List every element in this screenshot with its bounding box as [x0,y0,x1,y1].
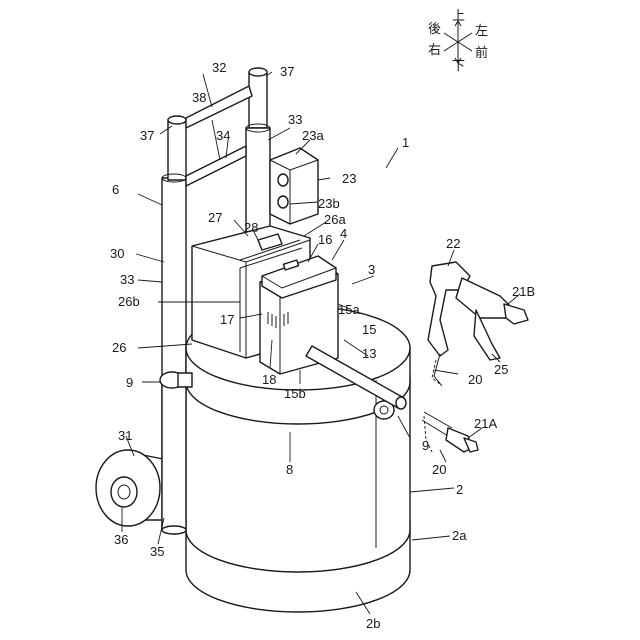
label-2: 2 [456,482,463,497]
label-21A: 21A [474,416,497,431]
label-17: 17 [220,312,234,327]
compass-down: 下 [452,59,465,74]
compass-left: 左 [475,24,488,39]
label-15: 15 [362,322,376,337]
knob-left[interactable] [160,372,192,388]
compass-right: 右 [428,43,441,58]
label-26b: 26b [118,294,140,309]
label-13: 13 [362,346,376,361]
label-22: 22 [446,236,460,251]
label-26: 26 [112,340,126,355]
label-9-right: 9 [422,438,429,453]
label-18: 18 [262,372,276,387]
box-23 [270,148,318,224]
label-23: 23 [342,171,356,186]
label-38: 38 [192,90,206,105]
label-23a: 23a [302,128,324,143]
label-33-left: 33 [120,272,134,287]
label-26a: 26a [324,212,346,227]
label-1: 1 [402,135,409,150]
compass-back: 後 [428,22,441,37]
label-9-left: 9 [126,375,133,390]
label-15a: 15a [338,302,360,317]
label-6: 6 [112,182,119,197]
label-25: 25 [494,362,508,377]
label-27: 27 [208,210,222,225]
label-3: 3 [368,262,375,277]
label-37-left: 37 [140,128,154,143]
frame-left-pole-front [162,380,186,534]
label-15b: 15b [284,386,306,401]
label-20-gun: 20 [468,372,482,387]
label-32: 32 [212,60,226,75]
label-36: 36 [114,532,128,547]
label-31: 31 [118,428,132,443]
label-34: 34 [216,128,230,143]
label-8: 8 [286,462,293,477]
label-4: 4 [340,226,347,241]
hose-end-21A [422,412,478,452]
label-28: 28 [244,220,258,235]
direction-compass: 上 後 左 右 前 下 [428,9,488,74]
compass-up: 上 [452,9,465,24]
label-33-right: 33 [288,112,302,127]
label-35: 35 [150,544,164,559]
label-20-hose: 20 [432,462,446,477]
compass-front: 前 [475,45,488,61]
spray-gun-22 [428,262,528,386]
label-21B: 21B [512,284,535,299]
label-2a: 2a [452,528,467,543]
label-2b: 2b [366,616,380,631]
label-23b: 23b [318,196,340,211]
label-30: 30 [110,246,124,261]
label-16: 16 [318,232,332,247]
label-37-right: 37 [280,64,294,79]
